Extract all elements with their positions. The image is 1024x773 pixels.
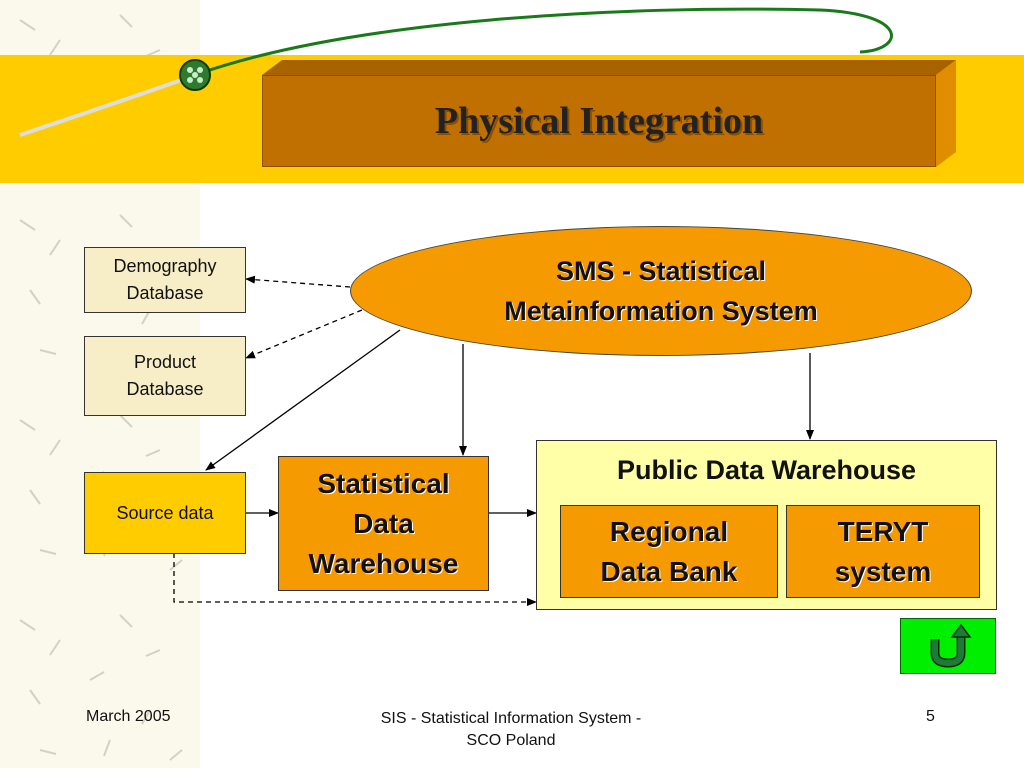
footer-date: March 2005 xyxy=(86,708,171,725)
footer-center-text: SIS - Statistical Information System - S… xyxy=(380,710,642,749)
u-turn-return-icon xyxy=(930,623,972,668)
slide-title: Physical Integration xyxy=(434,100,764,142)
page-number: 5 xyxy=(926,708,935,725)
title-box: Physical Integration xyxy=(262,75,936,167)
public-data-warehouse-title: Public Data Warehouse xyxy=(616,455,917,485)
regional-data-bank-box: Regional Data Bank xyxy=(560,505,778,598)
regional-data-bank-label: Regional Data Bank xyxy=(600,515,738,587)
arrow-sms-to-product xyxy=(245,309,363,359)
teryt-system-box: TERYT system xyxy=(786,505,980,598)
sms-label: SMS - Statistical Metainformation System xyxy=(504,256,818,326)
return-button[interactable] xyxy=(900,618,996,674)
product-database-label: Product Database xyxy=(126,352,204,399)
product-database-box: Product Database xyxy=(84,336,246,416)
arrow-sms-to-demography xyxy=(245,275,351,288)
decorative-swoosh xyxy=(19,7,893,137)
demography-database-label: Demography Database xyxy=(113,256,217,303)
title-box-side-face xyxy=(936,60,956,167)
arrow-sms-to-source xyxy=(205,329,401,471)
title-box-top-face xyxy=(262,60,956,75)
teryt-system-label: TERYT system xyxy=(834,515,932,587)
statistical-data-warehouse-box: Statistical Data Warehouse xyxy=(278,456,489,591)
arrow-source-to-pdw-dashed xyxy=(173,553,537,606)
source-data-box: Source data xyxy=(84,472,246,554)
statistical-data-warehouse-label: Statistical Data Warehouse xyxy=(308,467,459,579)
demography-database-box: Demography Database xyxy=(84,247,246,313)
source-data-label: Source data xyxy=(116,502,214,523)
sms-ellipse: SMS - Statistical Metainformation System xyxy=(350,226,972,356)
